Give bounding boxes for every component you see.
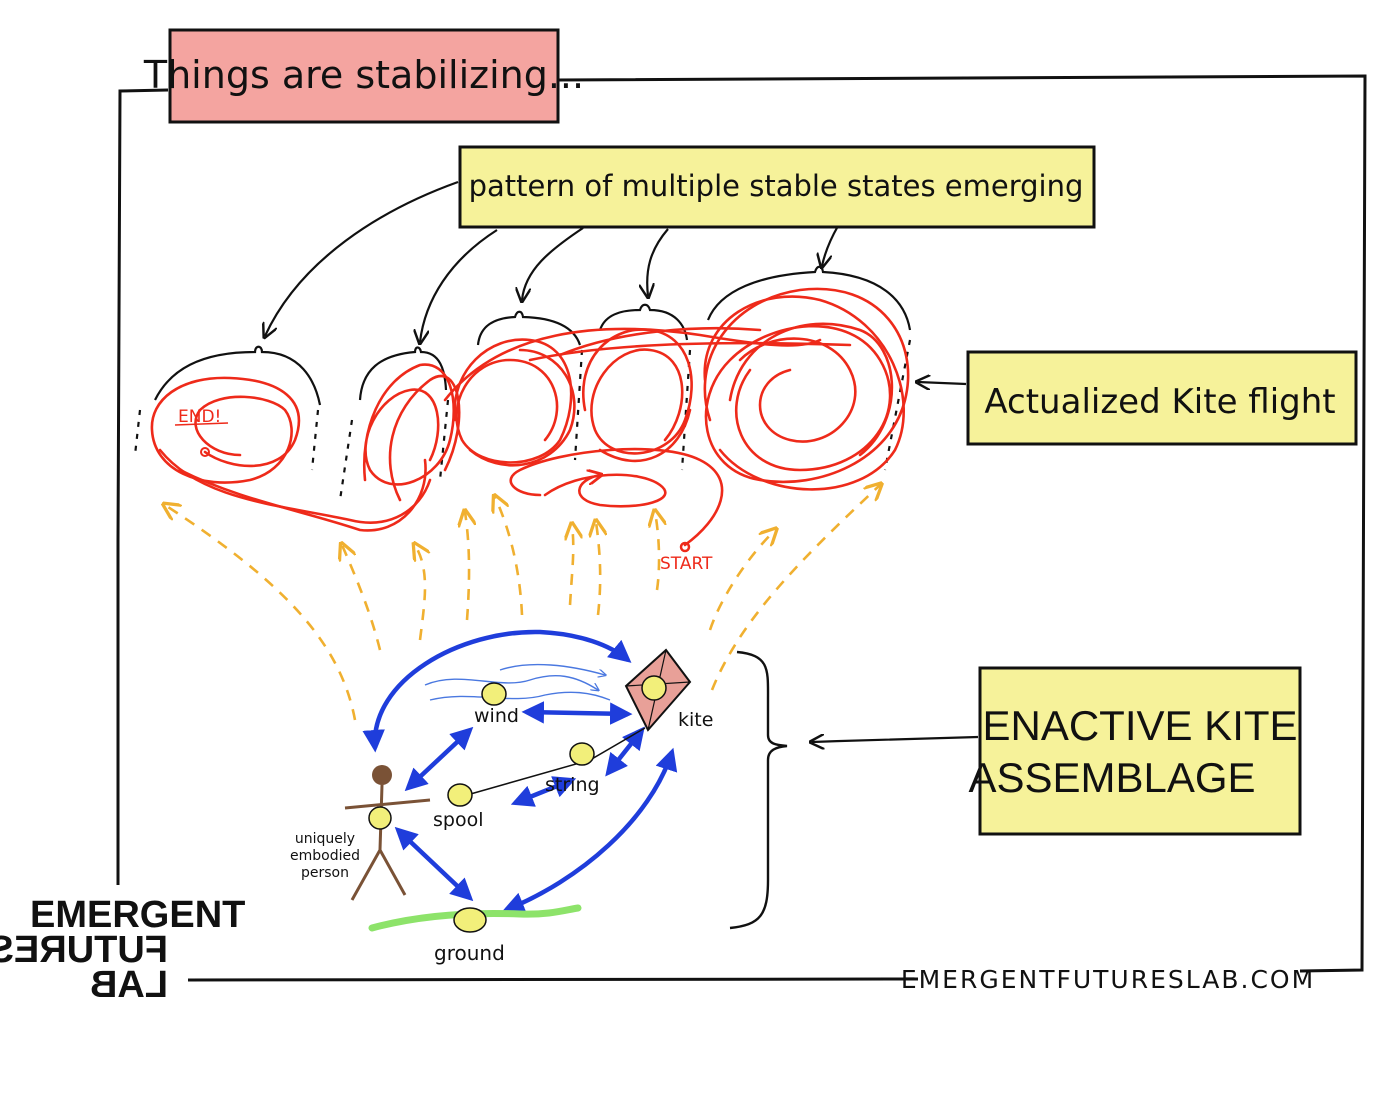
kite-flight-path [150, 287, 910, 547]
assemblage-arrow [812, 737, 979, 742]
wind-node: wind [474, 682, 519, 727]
wind-swooshes [424, 663, 611, 701]
actualized-box: Actualized Kite flight [966, 350, 1358, 446]
outer-frame [116, 74, 1367, 982]
actualized-arrow [918, 382, 967, 384]
logo-line-2: FUTURES [0, 929, 168, 971]
title-box: Things are stabilizing... [143, 28, 584, 124]
title-text: Things are stabilizing... [143, 53, 584, 97]
kite-node: kite [459, 648, 713, 798]
start-marker: START [660, 541, 713, 574]
emergent-futures-logo: EMERGENT FUTURES LAB [0, 894, 245, 1006]
string-label: string [545, 774, 600, 796]
person-node [344, 765, 431, 901]
pattern-arrows [265, 180, 839, 342]
ground-node: ground [368, 904, 582, 965]
person-label-1: uniquely [295, 831, 355, 847]
assemblage-box: ENACTIVE KITE ASSEMBLAGE [968, 666, 1302, 836]
relation-arrows [362, 629, 678, 914]
end-label: END! [178, 407, 221, 427]
person-label-2: embodied [290, 848, 360, 864]
pattern-text: pattern of multiple stable states emergi… [469, 169, 1084, 203]
emergence-arrows [165, 485, 880, 721]
stable-state-brackets [133, 265, 912, 501]
assemblage-line-1: ENACTIVE KITE [982, 702, 1297, 749]
string-node: string [545, 742, 600, 796]
actualized-text: Actualized Kite flight [984, 382, 1335, 422]
logo-line-1: EMERGENT [30, 894, 245, 936]
spool-node: spool [433, 783, 484, 831]
logo-line-3: LAB [90, 964, 168, 1006]
wind-label: wind [474, 705, 519, 727]
website-text: EMERGENTFUTURESLAB.COM [901, 965, 1315, 994]
ground-label: ground [434, 941, 505, 965]
kite-label: kite [678, 709, 713, 731]
assemblage-bracket [729, 650, 788, 930]
end-marker: END! [174, 407, 229, 457]
start-label: START [660, 554, 713, 574]
assemblage-line-2: ASSEMBLAGE [968, 754, 1255, 801]
spool-label: spool [433, 809, 484, 831]
person-label-3: person [301, 865, 349, 881]
pattern-box: pattern of multiple stable states emergi… [458, 145, 1096, 229]
